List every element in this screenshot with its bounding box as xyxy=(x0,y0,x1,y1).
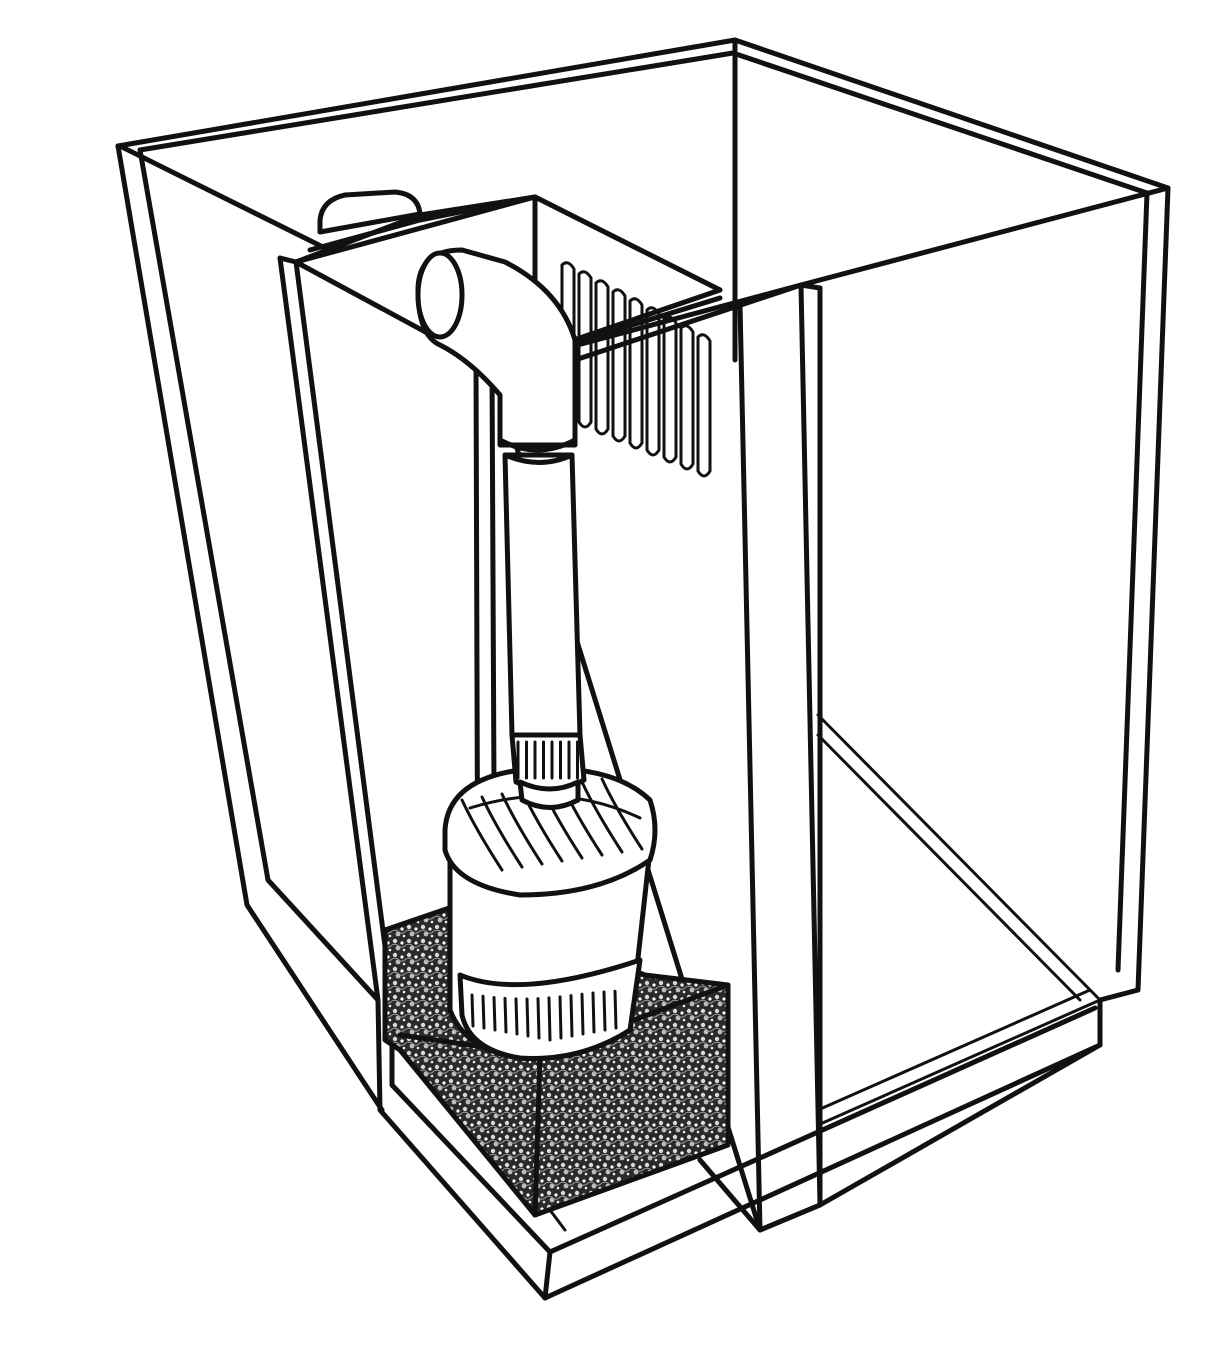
tank-top-rim-inner xyxy=(137,50,1150,196)
intake-slot xyxy=(662,315,678,464)
intake-slot xyxy=(696,333,712,478)
base-rib xyxy=(602,990,607,1032)
tank-left-wall-outer xyxy=(115,143,385,1113)
intake-slot xyxy=(577,270,593,429)
intake-slot xyxy=(679,324,695,471)
tank-left-wall-inner xyxy=(137,147,381,1003)
divider-right-edge xyxy=(798,282,823,1208)
base-rib xyxy=(569,994,574,1038)
base-left-edge xyxy=(375,997,548,1301)
intake-slot xyxy=(645,306,661,457)
base-rib xyxy=(536,997,541,1040)
divider-floor-right xyxy=(817,1042,1103,1208)
base-rib xyxy=(547,996,552,1042)
cap-fin xyxy=(580,780,624,854)
pipe-vertical xyxy=(502,452,583,738)
intake-slot xyxy=(611,288,627,443)
base-rib xyxy=(492,995,497,1032)
intake-slot xyxy=(594,279,610,436)
floor-rail-right-inner xyxy=(816,733,1082,1002)
pump-outlet-ring xyxy=(517,779,581,810)
pipe-top-ring xyxy=(502,452,575,465)
cap-fin xyxy=(600,777,644,851)
overflow-tab xyxy=(317,189,423,235)
divider-bottom xyxy=(757,1202,823,1233)
intake-slot xyxy=(628,297,644,450)
pump-base-ribs xyxy=(470,989,618,1042)
pipe-elbow-joint xyxy=(497,437,578,453)
base-rib xyxy=(525,997,530,1038)
baffle-top-join xyxy=(277,255,299,265)
tank-back-frame xyxy=(115,37,1171,1113)
intake-slots xyxy=(560,261,712,478)
tank-right-wall-outer xyxy=(1097,185,1171,1003)
divider-left-edge xyxy=(737,302,763,1233)
base-rib xyxy=(481,994,486,1030)
floor-rail-back-inner xyxy=(816,988,1092,1112)
base-rib xyxy=(558,995,563,1040)
base-corner xyxy=(542,1249,553,1301)
pump-collar-ridges xyxy=(516,740,579,780)
base-rib xyxy=(613,989,618,1030)
base-rib xyxy=(580,992,585,1036)
tank-right-wall-inner xyxy=(1115,190,1150,973)
base-rib xyxy=(470,993,475,1028)
pump-cap-fins xyxy=(460,777,644,872)
baffle-left-edge xyxy=(277,255,381,1003)
base-rib xyxy=(503,996,508,1034)
pump xyxy=(442,732,658,1061)
floor-rail-back xyxy=(816,998,1102,1127)
sponge-front-edge xyxy=(532,1052,543,1218)
pipe-elbow-opening xyxy=(415,250,465,340)
divider-floor-join xyxy=(697,1157,763,1233)
baffle-left-inner xyxy=(293,259,395,1003)
cap-fin xyxy=(460,798,504,872)
return-pipe xyxy=(415,247,583,738)
floor-rail-right xyxy=(816,713,1102,1002)
base-rib xyxy=(514,997,519,1036)
overflow-box-top-back xyxy=(307,194,538,253)
base-rib xyxy=(591,991,596,1034)
